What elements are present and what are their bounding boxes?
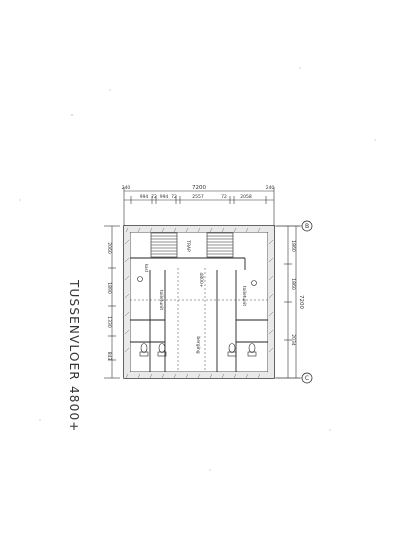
grid-marker-c: C xyxy=(274,372,313,384)
scan-specks xyxy=(19,67,376,471)
hall-label: 4800+ xyxy=(198,272,204,287)
left-dim-2: 1890 xyxy=(106,282,112,294)
left-dim-4: 843 xyxy=(106,352,112,361)
right-dim-1: 1860 xyxy=(290,240,296,252)
right-dimension-chain xyxy=(276,225,300,379)
toilet-fixture-upper-left xyxy=(139,343,149,357)
top-dimension-chain xyxy=(123,187,275,228)
top-dim-1: 240 xyxy=(122,185,131,191)
stair-left xyxy=(150,232,178,258)
lower-wc-label: toiletunit xyxy=(241,286,247,307)
top-dim-5: 72 xyxy=(171,194,177,200)
dashed-lines xyxy=(130,268,268,372)
top-dim-7: 72 xyxy=(221,194,227,200)
grid-marker-c-label: C xyxy=(305,375,309,382)
toilet-fixture-lower-left xyxy=(157,343,167,357)
right-dim-3: 2034 xyxy=(290,334,296,346)
top-dim-8: 2058 xyxy=(240,194,252,200)
wall-hatching xyxy=(124,227,274,379)
left-dimension-chain xyxy=(104,225,120,379)
small-room-label: kast xyxy=(144,264,149,273)
corridor-label: berging xyxy=(195,336,201,353)
left-dim-1: 2060 xyxy=(106,242,112,254)
toilet-fixture-upper-right xyxy=(227,343,237,357)
top-total-dim: 7200 xyxy=(192,185,206,191)
stair-label: TRAP xyxy=(185,239,191,252)
grid-marker-b: B xyxy=(274,220,313,232)
upper-wc-label: toiletunit xyxy=(158,290,164,311)
top-dim-9: 240 xyxy=(266,185,275,191)
stair-right xyxy=(206,232,234,258)
outer-walls xyxy=(123,225,275,379)
top-dim-6: 2557 xyxy=(192,194,204,200)
toilet-fixture-lower-right xyxy=(247,343,257,357)
right-total-dim: 7200 xyxy=(298,295,304,309)
top-dim-3: 72 xyxy=(151,194,157,200)
grid-marker-b-label: B xyxy=(305,223,309,230)
internal-walls xyxy=(130,257,268,372)
top-dim-2: 994 xyxy=(140,194,149,200)
right-dim-2: 1860 xyxy=(290,278,296,290)
top-dim-4: 994 xyxy=(160,194,169,200)
left-dim-3: 1330 xyxy=(106,316,112,328)
sink-fixtures xyxy=(137,276,257,286)
